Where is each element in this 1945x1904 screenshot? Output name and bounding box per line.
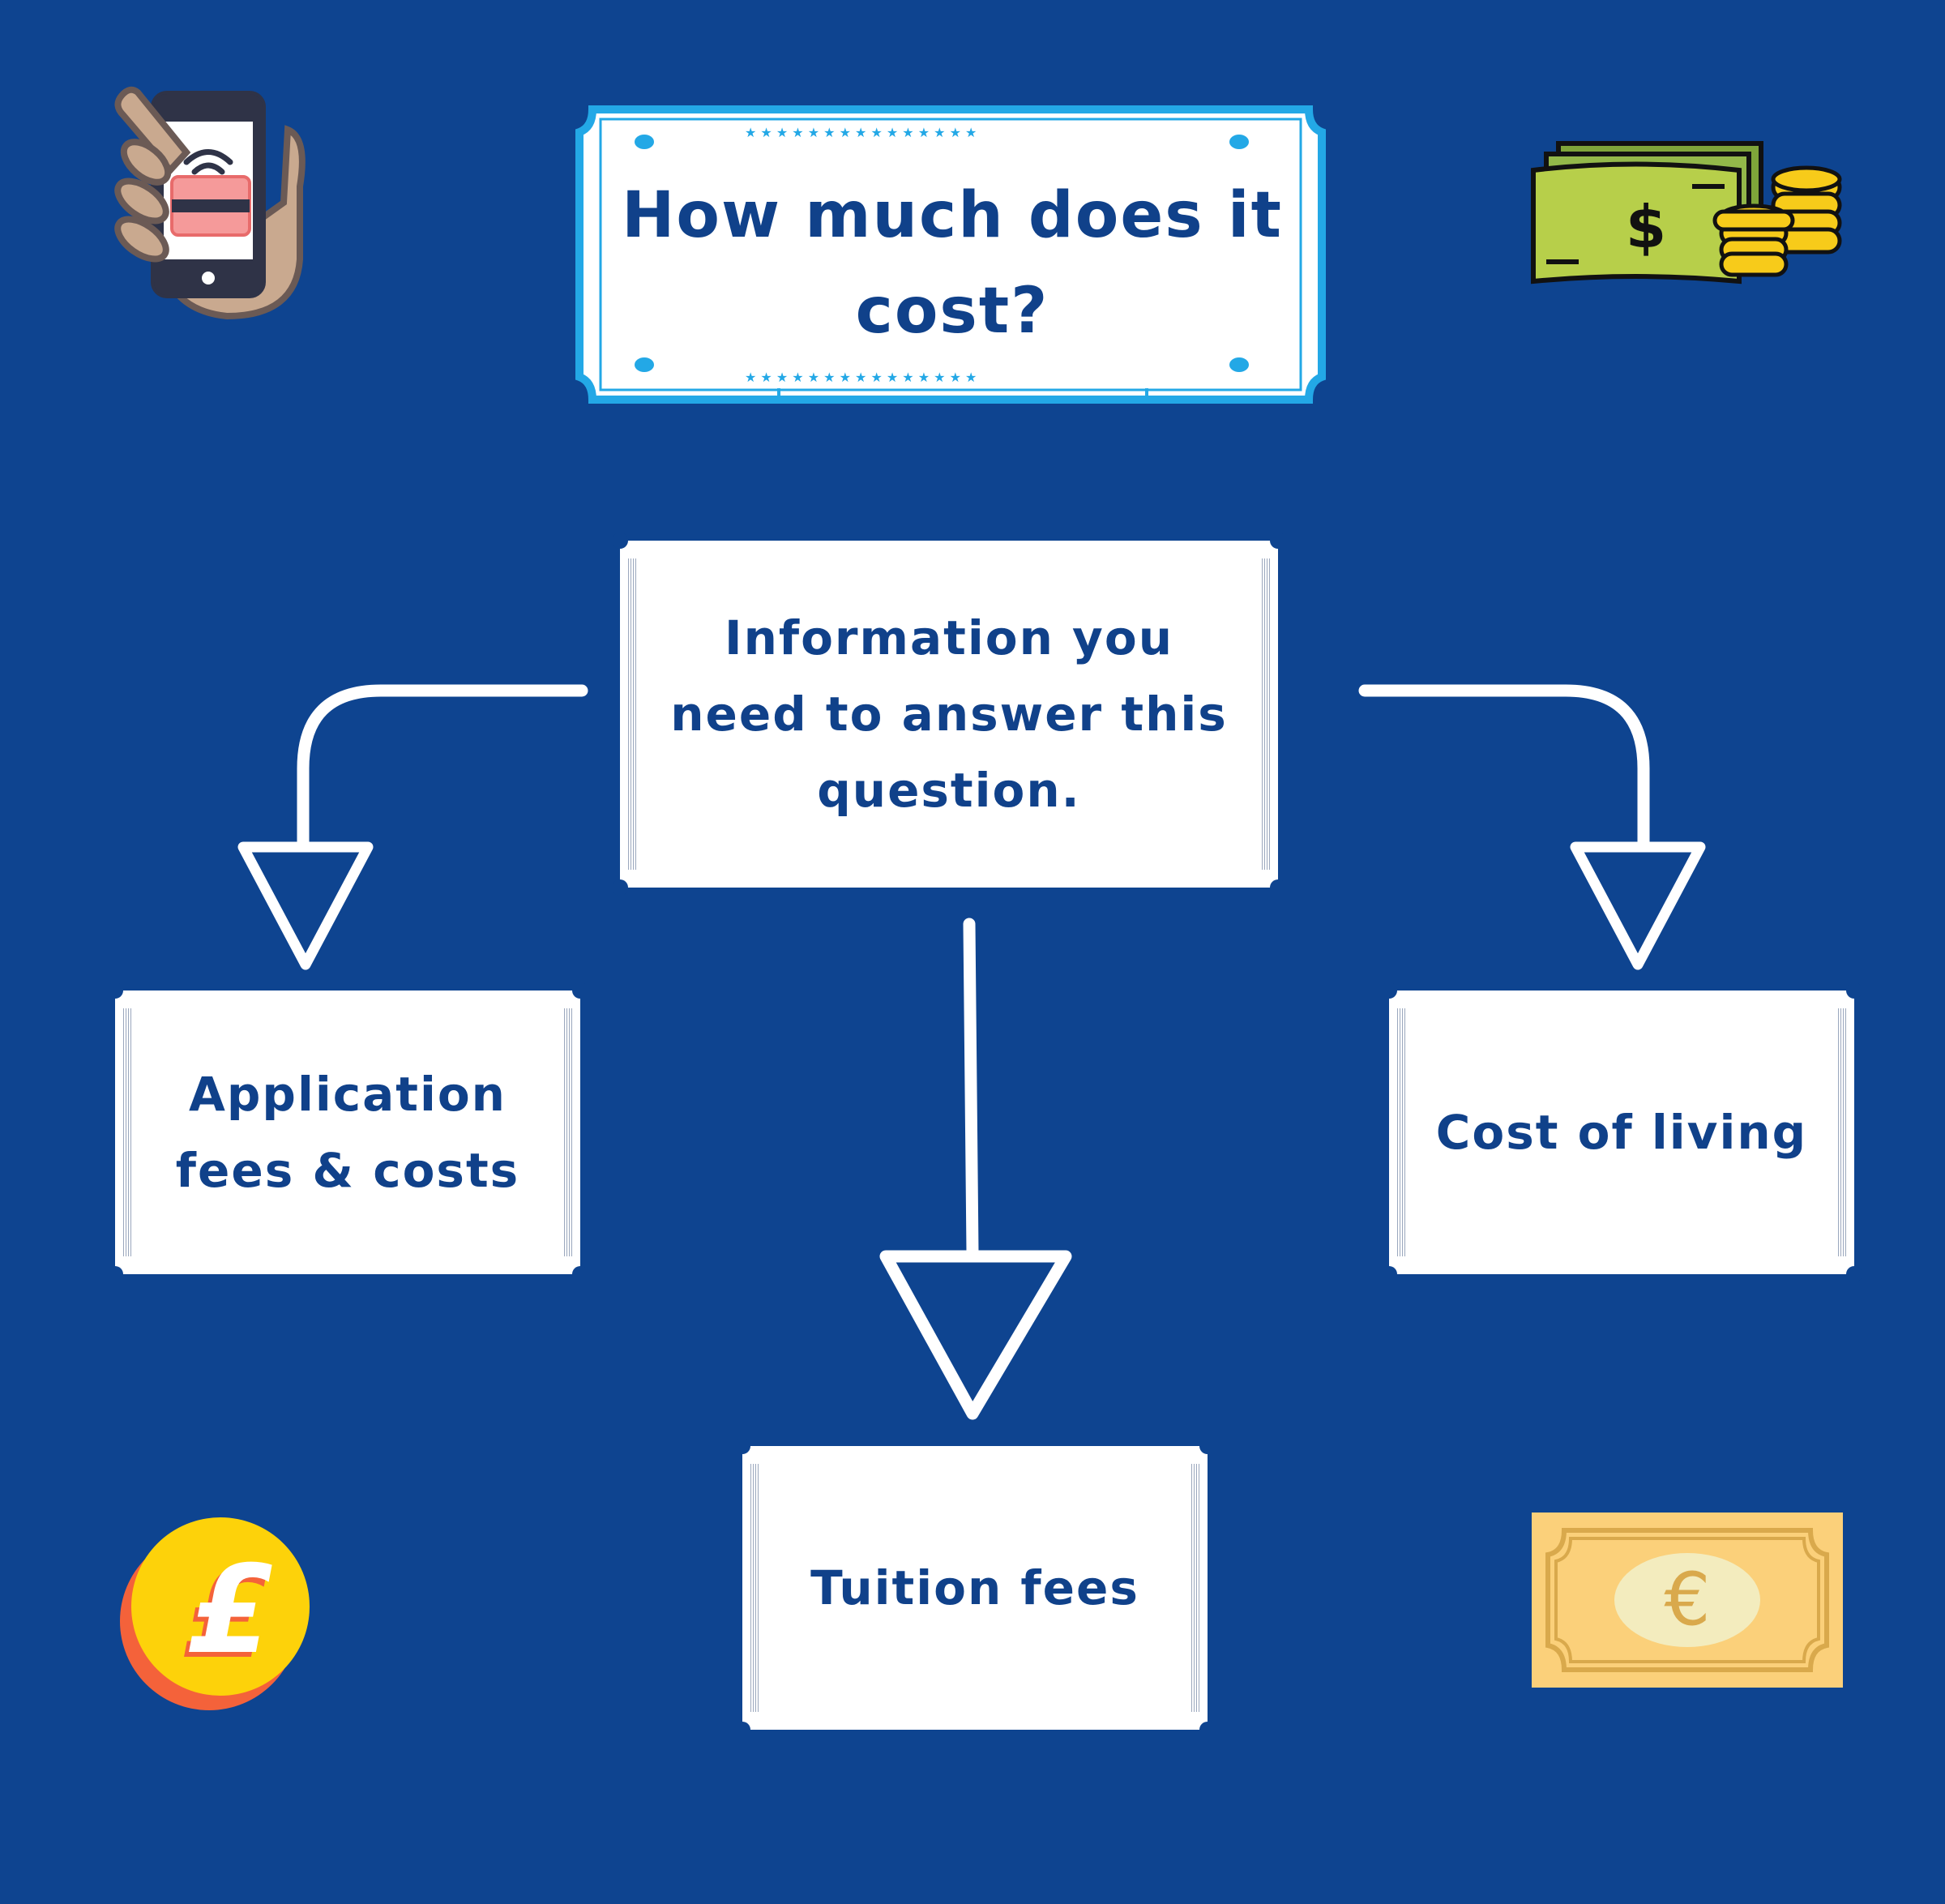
tuition-fees-box: Tuition fees: [734, 1438, 1216, 1738]
svg-text:$: $: [1626, 193, 1666, 261]
arrowhead-left: [237, 841, 374, 970]
connector-right: [1358, 684, 1650, 849]
phone-payment-icon: [114, 86, 306, 320]
cash-and-coins-icon: $: [1531, 141, 1842, 285]
euro-banknote-icon: €: [1532, 1513, 1843, 1688]
svg-text:£: £: [183, 1545, 267, 1686]
application-fees-box: Application fees & costs: [107, 982, 588, 1282]
application-fees-text: Application fees & costs: [175, 1067, 520, 1198]
connector-left: [297, 684, 588, 849]
title-ticket: ★ ★ ★ ★ ★ ★ ★ ★ ★ ★ ★ ★ ★ ★ ★ ★ ★ ★ ★ ★ …: [575, 105, 1326, 404]
cost-of-living-box: Cost of living: [1381, 982, 1862, 1282]
page-title: How much does it cost?: [622, 179, 1283, 348]
tuition-fees-text: Tuition fees: [810, 1560, 1139, 1615]
pound-coin-icon: £ £: [120, 1517, 310, 1710]
svg-text:€: €: [1664, 1557, 1710, 1642]
connector-down: [963, 918, 979, 1259]
arrowhead-down: [879, 1250, 1072, 1420]
info-box: Information you need to answer this ques…: [612, 533, 1286, 896]
svg-text:★ ★ ★ ★ ★ ★ ★ ★ ★ ★ ★ ★ ★ ★ ★: ★ ★ ★ ★ ★ ★ ★ ★ ★ ★ ★ ★ ★ ★ ★: [745, 125, 977, 140]
svg-text:£: £: [188, 1540, 272, 1681]
cost-of-living-text: Cost of living: [1435, 1105, 1808, 1160]
info-box-text: Information you need to answer this ques…: [670, 610, 1228, 818]
arrowhead-right: [1570, 841, 1706, 970]
svg-text:★ ★ ★ ★ ★ ★ ★ ★ ★ ★ ★ ★ ★ ★ ★: ★ ★ ★ ★ ★ ★ ★ ★ ★ ★ ★ ★ ★ ★ ★: [745, 370, 977, 385]
